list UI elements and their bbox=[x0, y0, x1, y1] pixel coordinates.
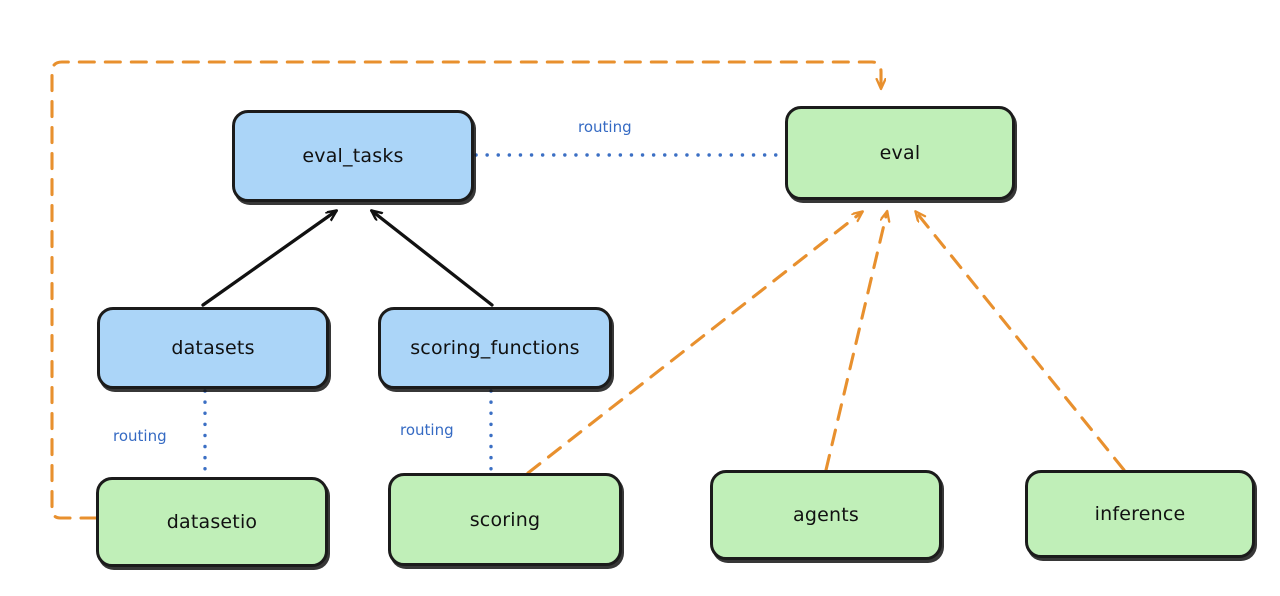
node-eval-tasks[interactable]: eval_tasks bbox=[232, 110, 474, 202]
edge-scoring-functions-to-eval-tasks bbox=[372, 211, 494, 307]
edge-datasetio-to-eval bbox=[50, 60, 881, 520]
node-datasetio[interactable]: datasetio bbox=[96, 477, 328, 567]
edge-label-routing-scoring-functions-scoring: routing bbox=[400, 421, 454, 439]
edge-datasets-to-eval-tasks bbox=[201, 211, 336, 307]
node-eval-tasks-label: eval_tasks bbox=[302, 145, 404, 167]
node-scoring-functions-label: scoring_functions bbox=[410, 337, 580, 359]
edge-inference-to-eval bbox=[916, 212, 1126, 472]
edge-scoring-to-eval bbox=[526, 212, 862, 475]
node-scoring-label: scoring bbox=[469, 508, 541, 531]
node-datasets-label: datasets bbox=[171, 337, 255, 359]
edge-agents-to-eval bbox=[824, 212, 887, 472]
node-eval[interactable]: eval bbox=[785, 106, 1015, 200]
node-eval-label: eval bbox=[879, 142, 921, 164]
node-inference-label: inference bbox=[1094, 503, 1186, 525]
node-agents-label: agents bbox=[793, 504, 859, 526]
edge-label-routing-eval-tasks-eval: routing bbox=[578, 118, 632, 136]
node-scoring-functions[interactable]: scoring_functions bbox=[378, 307, 612, 389]
node-agents[interactable]: agents bbox=[710, 470, 942, 560]
node-scoring[interactable]: scoring bbox=[388, 473, 622, 566]
node-datasetio-label: datasetio bbox=[166, 511, 258, 533]
edge-label-routing-datasets-datasetio: routing bbox=[113, 427, 167, 445]
node-datasets[interactable]: datasets bbox=[97, 307, 329, 389]
node-inference[interactable]: inference bbox=[1025, 470, 1255, 558]
